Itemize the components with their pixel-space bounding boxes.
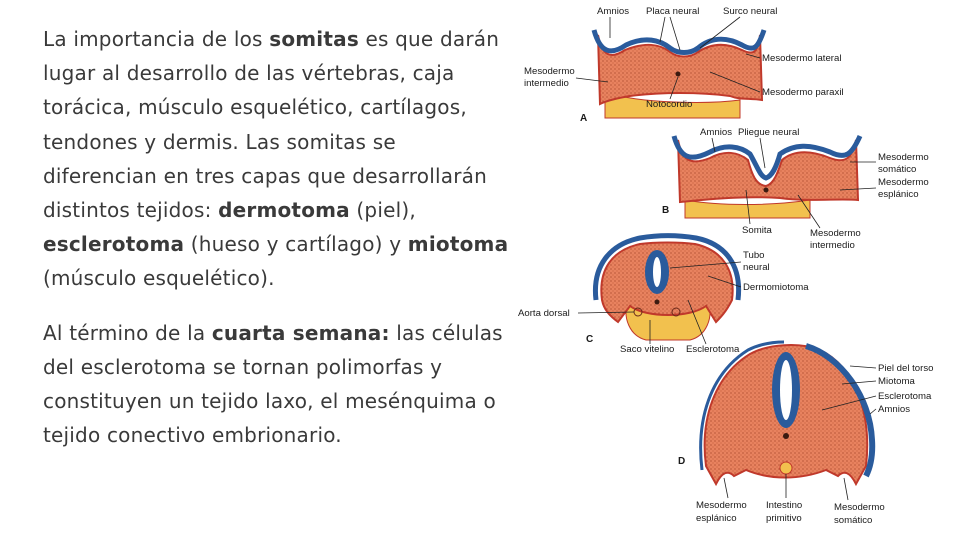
label-notocordio: Notocordio [646,99,692,110]
panel-c-aorta-right [671,307,681,317]
label-saco-vitelino: Saco vitelino [620,344,674,355]
panel-d-ectoderm [805,343,876,478]
panel-a-tissue [597,34,764,106]
panel-a-letter: A [580,113,587,124]
panel-b-ectoderm [671,134,863,181]
label-pliegue-neural: Pliegue neural [738,127,799,138]
label-tubo-neural-2: neural [743,262,770,273]
panel-d-neural-lumen [780,360,792,420]
label-esclerotoma-c: Esclerotoma [686,344,740,355]
panel-c-ectoderm [592,233,742,301]
bold-miotoma: miotoma [407,232,509,257]
text-run: (piel), [349,198,416,223]
text-run: (hueso y cartílago) y [184,232,408,257]
panel-b-notochord [763,187,769,193]
panel-d-gut [779,461,793,475]
label-mesodermo-intermedio-b-2: intermedio [810,240,855,251]
panel-c-leader-lines [577,261,742,345]
panel-c-letter: C [586,334,593,345]
panel-a: A Amnios Placa neural Surco neural Mesod… [524,6,844,124]
paragraph-cuarta-semana: Al término de la cuarta semana: las célu… [43,316,513,453]
panel-a-notochord [675,71,681,77]
text-run: La importancia de los [43,27,270,51]
label-esclerotoma-d: Esclerotoma [878,391,932,402]
label-aorta-dorsal: Aorta dorsal [518,308,570,319]
panel-c: C Tubo neural Dermomiotoma Aorta dorsal … [518,233,809,355]
embryo-cross-section-figure: A Amnios Placa neural Surco neural Mesod… [510,0,960,540]
bold-cuarta-semana: cuarta semana: [211,320,390,345]
label-amnios-a: Amnios [597,6,629,17]
label-mesodermo-paraxil: Mesodermo paraxil [762,87,844,98]
label-mesodermo-intermedio-b-1: Mesodermo [810,228,861,239]
panel-d-ectoderm-left [699,340,785,471]
label-dermomiotoma: Dermomiotoma [743,282,809,293]
label-mesodermo-esplanico-d-2: esplánico [696,513,737,524]
label-amnios-d: Amnios [878,404,910,415]
label-mesodermo-esplanico-b-1: Mesodermo [878,177,929,188]
text-run: es que darán lugar al desarrollo de las … [43,27,500,223]
label-placa-neural: Placa neural [646,6,699,17]
figure-svg: A Amnios Placa neural Surco neural Mesod… [518,6,933,526]
panel-b-tissue [677,139,860,204]
paragraph-somitas: La importancia de los somitas es que dar… [43,22,513,296]
panel-c-neural-lumen [653,257,661,287]
label-mesodermo-intermedio-a-1: Mesodermo [524,66,575,77]
panel-d-notochord [783,433,789,439]
label-somita: Somita [742,225,773,236]
label-mesodermo-esplanico-d-1: Mesodermo [696,500,747,511]
panel-b-yolk [684,199,811,219]
bold-esclerotoma: esclerotoma [43,232,185,257]
panel-d-letter: D [678,456,685,467]
label-mesodermo-somatico-d-1: Mesodermo [834,502,885,513]
panel-c-notochord [654,299,660,305]
label-intestino-primitivo-2: primitivo [766,513,802,524]
text-run: (músculo esquelético). [43,266,275,291]
label-miotoma: Miotoma [878,376,915,387]
bold-dermotoma: dermotoma [218,198,350,223]
panel-b-leader-lines [711,137,877,229]
bold-somitas: somitas [269,27,359,51]
label-mesodermo-intermedio-a-2: intermedio [524,78,569,89]
panel-a-leader-lines [575,16,761,100]
label-mesodermo-lateral: Mesodermo lateral [762,53,841,64]
panel-b: B Amnios Pliegue neural Mesodermo somáti… [662,127,929,251]
label-tubo-neural-1: Tubo [743,250,765,261]
panel-d: D Piel del torso Miotoma Esclerotoma Amn… [678,340,933,526]
panel-a-ectoderm [591,29,767,55]
label-intestino-primitivo-1: Intestino [766,500,802,511]
label-mesodermo-somatico-d-2: somático [834,515,872,526]
text-run: Al término de la [43,320,212,345]
text-column: La importancia de los somitas es que dar… [43,22,513,452]
text-run: las células del esclerotoma se tornan po… [43,320,503,448]
panel-b-letter: B [662,205,669,216]
label-amnios-b: Amnios [700,127,732,138]
label-mesodermo-somatico-b-2: somático [878,164,916,175]
label-piel-del-torso: Piel del torso [878,363,933,374]
label-surco-neural: Surco neural [723,6,777,17]
label-mesodermo-somatico-b-1: Mesodermo [878,152,929,163]
label-mesodermo-esplanico-b-2: esplánico [878,189,919,200]
panel-d-leader-lines [723,365,877,501]
